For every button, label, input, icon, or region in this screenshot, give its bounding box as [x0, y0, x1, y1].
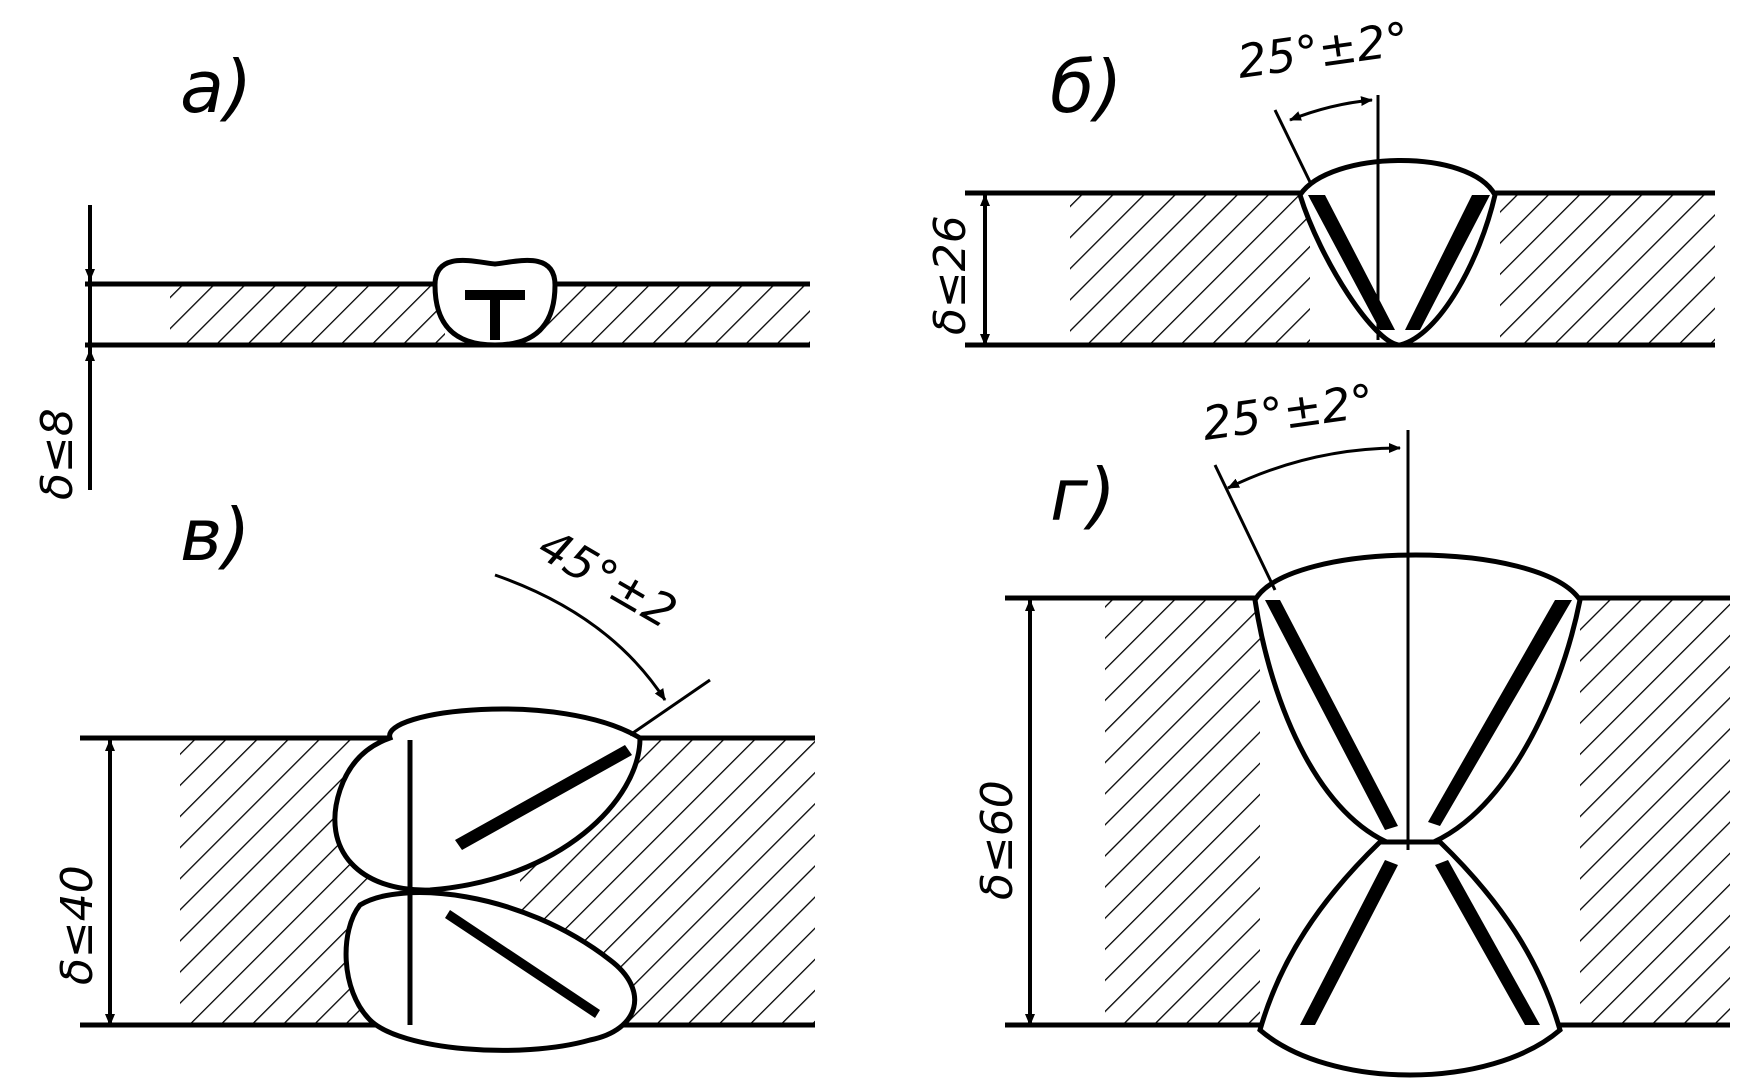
- thickness-label-g: δ≤60: [972, 780, 1023, 900]
- angle-dimension-g: [1213, 430, 1410, 850]
- angle-label-v: 45°±2: [530, 518, 686, 639]
- angle-dimension-v: [494, 573, 711, 737]
- weld-bead-g: [1252, 552, 1583, 1078]
- panel-a-label: а): [180, 45, 252, 129]
- thickness-label-b: δ≤26: [925, 215, 976, 335]
- panel-v-label: в): [180, 493, 251, 577]
- panel-g-label: г): [1050, 453, 1116, 537]
- panel-g: г) 25°±2° δ≤60: [972, 373, 1730, 1078]
- thickness-label-v: δ≤40: [52, 865, 103, 985]
- weld-bead-b: [1297, 158, 1498, 348]
- panel-b-label: б): [1050, 45, 1123, 129]
- angle-dimension-b: [1273, 95, 1380, 340]
- plate-left-hatch: [1070, 195, 1310, 345]
- plate-right-hatch: [545, 285, 810, 343]
- plate-left-hatch: [170, 285, 445, 343]
- weld-bead-a: [432, 257, 558, 348]
- angle-label-g: 25°±2°: [1199, 373, 1377, 450]
- panel-b: б) 25°±2° δ≤26: [925, 11, 1715, 348]
- plate-left-hatch: [1105, 600, 1260, 1025]
- plate-right-hatch: [1580, 600, 1730, 1025]
- angle-label-b: 25°±2°: [1234, 11, 1412, 88]
- panel-v: в) 45°±2 δ≤40: [52, 493, 815, 1053]
- panel-a: а) δ≤8: [32, 45, 810, 500]
- weld-beads-v: [332, 706, 643, 1053]
- plate-right-hatch: [1500, 195, 1715, 345]
- thickness-label-a: δ≤8: [32, 408, 83, 500]
